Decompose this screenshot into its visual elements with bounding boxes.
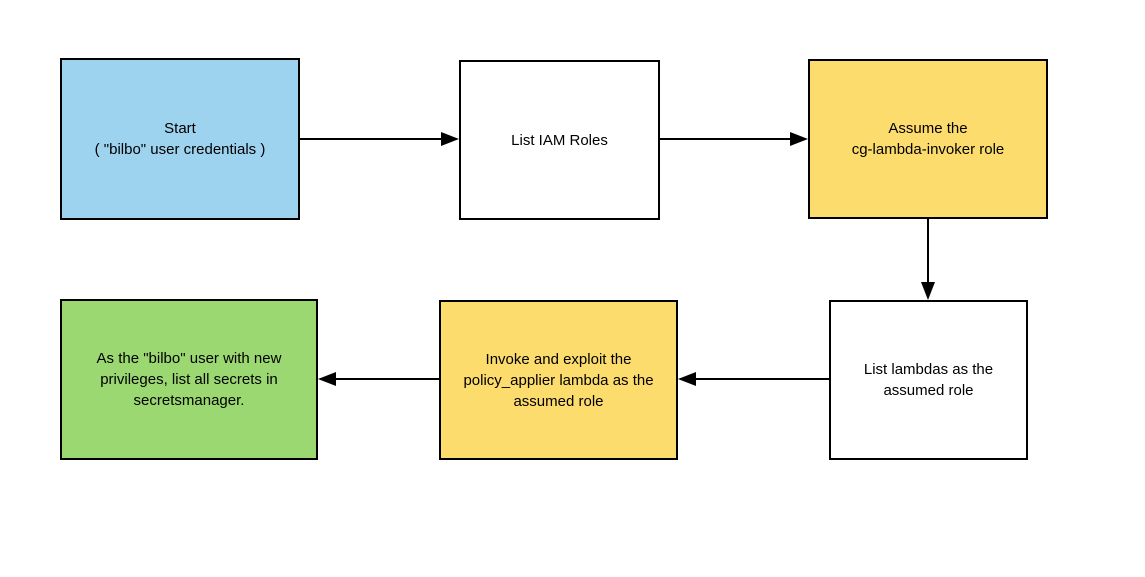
arrow-list-iam-roles-to-assume-role-line <box>660 138 792 140</box>
arrow-left-icon <box>318 372 336 386</box>
node-list-iam-roles: List IAM Roles <box>459 60 660 220</box>
node-list-secrets-label: As the "bilbo" user with new privileges,… <box>96 350 282 409</box>
arrow-assume-role-to-list-lambdas-line <box>927 219 929 283</box>
node-list-lambdas-label: List lambdas as the assumed role <box>863 361 994 399</box>
arrow-start-to-list-iam-roles-line <box>300 138 443 140</box>
node-invoke-exploit-lambda: Invoke and exploit the policy_applier la… <box>439 300 678 460</box>
node-list-iam-roles-label: List IAM Roles <box>511 131 608 149</box>
arrow-left-icon <box>678 372 696 386</box>
arrow-invoke-exploit-to-list-secrets-line <box>334 378 439 380</box>
arrow-right-icon <box>441 132 459 146</box>
arrow-down-icon <box>921 282 935 300</box>
node-list-lambdas: List lambdas as the assumed role <box>829 300 1028 460</box>
node-start-label: Start ( "bilbo" user credentials ) <box>94 120 266 158</box>
node-assume-role-label: Assume the cg-lambda-invoker role <box>851 120 1005 158</box>
node-assume-role: Assume the cg-lambda-invoker role <box>808 59 1048 219</box>
arrow-right-icon <box>790 132 808 146</box>
node-invoke-exploit-lambda-label: Invoke and exploit the policy_applier la… <box>463 350 654 410</box>
node-start: Start ( "bilbo" user credentials ) <box>60 58 300 220</box>
node-list-secrets: As the "bilbo" user with new privileges,… <box>60 299 318 460</box>
arrow-list-lambdas-to-invoke-exploit-line <box>694 378 829 380</box>
